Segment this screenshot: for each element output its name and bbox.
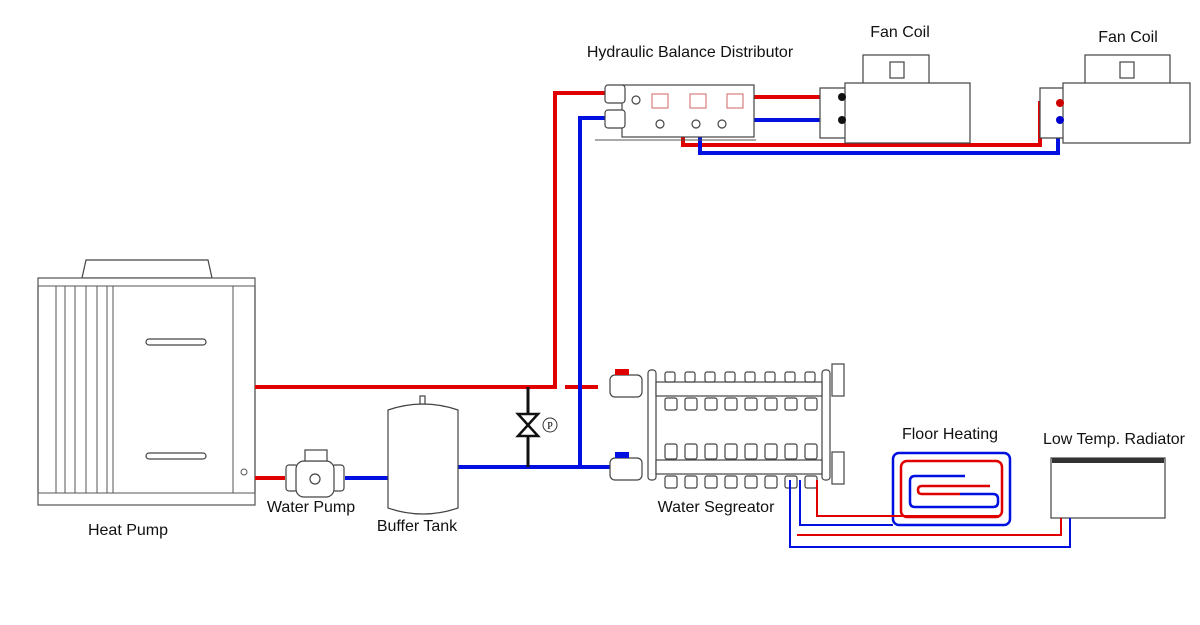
- manifold-outlet: [744, 475, 758, 489]
- water-segregator-label: Water Segreator: [657, 499, 775, 516]
- manifold-outlet: [784, 397, 798, 411]
- buffer-tank: [387, 395, 459, 515]
- manifold-outlet: [744, 371, 756, 383]
- bypass-valve: P: [515, 387, 558, 467]
- floor-heating-label: Floor Heating: [901, 426, 999, 443]
- manifold-outlet: [704, 475, 718, 489]
- manifold-outlet: [724, 443, 738, 460]
- manifold-outlet: [684, 443, 698, 460]
- floor-heating-coil: [799, 451, 1012, 527]
- manifold-outlet: [744, 443, 758, 460]
- manifold-outlet: [664, 397, 678, 411]
- fan-coil-1: [819, 54, 971, 144]
- manifold-outlet: [804, 443, 818, 460]
- manifold-outlet: [764, 371, 776, 383]
- manifold-outlet: [664, 371, 676, 383]
- manifold-outlet: [804, 475, 818, 489]
- manifold-outlet: [784, 443, 798, 460]
- manifold-outlet: [744, 397, 758, 411]
- hydraulic-balance-distributor: [595, 84, 756, 141]
- manifold-outlet: [684, 371, 696, 383]
- low-temp-radiator: [789, 457, 1166, 548]
- low-temp-radiator-label: Low Temp. Radiator: [1043, 431, 1185, 448]
- manifold-outlet: [704, 371, 716, 383]
- manifold-outlet: [704, 443, 718, 460]
- fan-coil-2: [1039, 54, 1191, 144]
- manifold-outlet: [684, 397, 698, 411]
- buffer-tank-label: Buffer Tank: [376, 518, 458, 535]
- manifold-outlet: [724, 475, 738, 489]
- water-pump-label: Water Pump: [266, 499, 356, 516]
- manifold-outlet: [804, 371, 816, 383]
- manifold-outlet: [724, 397, 738, 411]
- fan-coil-2-label: Fan Coil: [1098, 29, 1158, 46]
- manifold-outlet: [764, 397, 778, 411]
- fan-coil-1-label: Fan Coil: [870, 24, 930, 41]
- manifold-outlet: [664, 443, 678, 460]
- hydraulic-balance-distributor-label: Hydraulic Balance Distributor: [586, 44, 794, 61]
- manifold-outlet: [804, 397, 818, 411]
- manifold-outlet: [724, 371, 736, 383]
- manifold-outlet: [684, 475, 698, 489]
- manifold-outlet: [704, 397, 718, 411]
- manifold-outlet: [784, 371, 796, 383]
- water-pump: [285, 449, 345, 498]
- manifold-outlet: [764, 443, 778, 460]
- heat-pump: [37, 259, 256, 506]
- heat-pump-label: Heat Pump: [87, 522, 169, 539]
- water-segregator: [609, 363, 845, 489]
- manifold-outlet: [664, 475, 678, 489]
- manifold-outlet: [764, 475, 778, 489]
- pressure-symbol: P: [547, 421, 553, 432]
